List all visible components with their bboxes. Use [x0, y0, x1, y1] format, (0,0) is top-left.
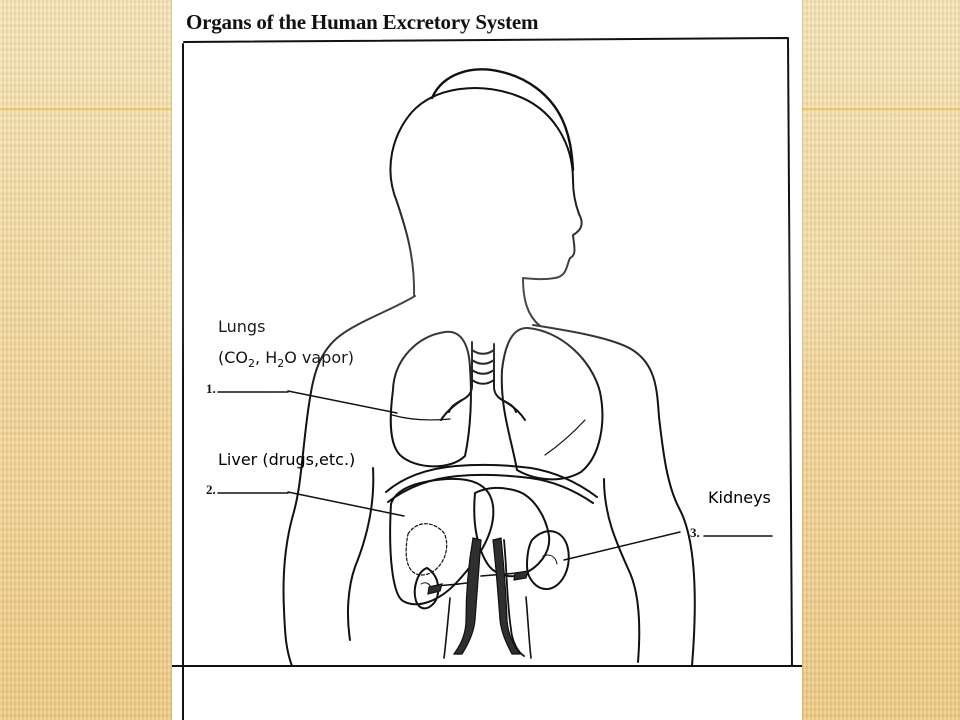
right-ureter	[525, 596, 532, 659]
lungs-detail-end: O vapor)	[284, 348, 354, 367]
blood-vessel-shading-left	[452, 537, 482, 655]
lungs-detail-label: (CO2, H2O vapor)	[218, 348, 354, 370]
kidney-detail-right	[542, 554, 558, 565]
worksheet-frame	[183, 37, 793, 667]
stomach	[473, 486, 551, 578]
right-bronchus	[503, 400, 526, 421]
trachea-ring-1	[471, 349, 495, 355]
h2o-subscript: 2	[277, 357, 285, 370]
kidney-hilum-left	[427, 583, 443, 595]
lungs-label: Lungs	[218, 317, 266, 336]
gallbladder	[405, 523, 448, 576]
worksheet-panel: Organs of the Human Excretory System	[172, 0, 802, 720]
trachea-ring-4	[471, 379, 495, 385]
hair-outline	[430, 68, 575, 172]
left-arm-inner	[346, 467, 375, 641]
left-lung	[389, 330, 472, 468]
right-arm-inner	[603, 478, 641, 663]
left-ureter	[443, 597, 451, 659]
kidneys-label: Kidneys	[708, 488, 771, 507]
diaphragm-upper	[385, 463, 598, 498]
trachea-ring-3	[471, 369, 495, 375]
vena-cava	[503, 539, 525, 657]
right-kidney	[526, 530, 570, 591]
worksheet-title: Organs of the Human Excretory System	[186, 10, 539, 34]
left-lung-fissure	[391, 414, 451, 421]
lungs-detail-open: (CO	[218, 348, 249, 367]
right-lung	[500, 326, 604, 481]
right-lung-fissure	[544, 419, 586, 456]
lungs-pointer-line	[287, 390, 398, 414]
co2-subscript: 2	[248, 357, 256, 370]
liver-pointer-line	[287, 491, 405, 517]
right-body-outline	[532, 324, 696, 667]
left-bronchus	[440, 399, 463, 421]
blank-number-1: 1.	[206, 381, 216, 396]
excretory-system-diagram	[172, 37, 802, 720]
kidneys-pointer-line	[563, 531, 681, 561]
diaphragm-lower	[387, 473, 594, 504]
trachea-ring-2	[471, 359, 495, 365]
head-outline	[389, 87, 583, 327]
liver-label: Liver (drugs,etc.)	[218, 450, 356, 469]
blood-vessel-shading-right	[492, 537, 522, 655]
blank-number-3: 3.	[690, 525, 700, 540]
lungs-detail-mid: , H	[255, 348, 278, 367]
kidney-hilum-right	[513, 570, 529, 581]
blank-number-2: 2.	[206, 482, 216, 497]
left-body-outline	[282, 295, 416, 667]
